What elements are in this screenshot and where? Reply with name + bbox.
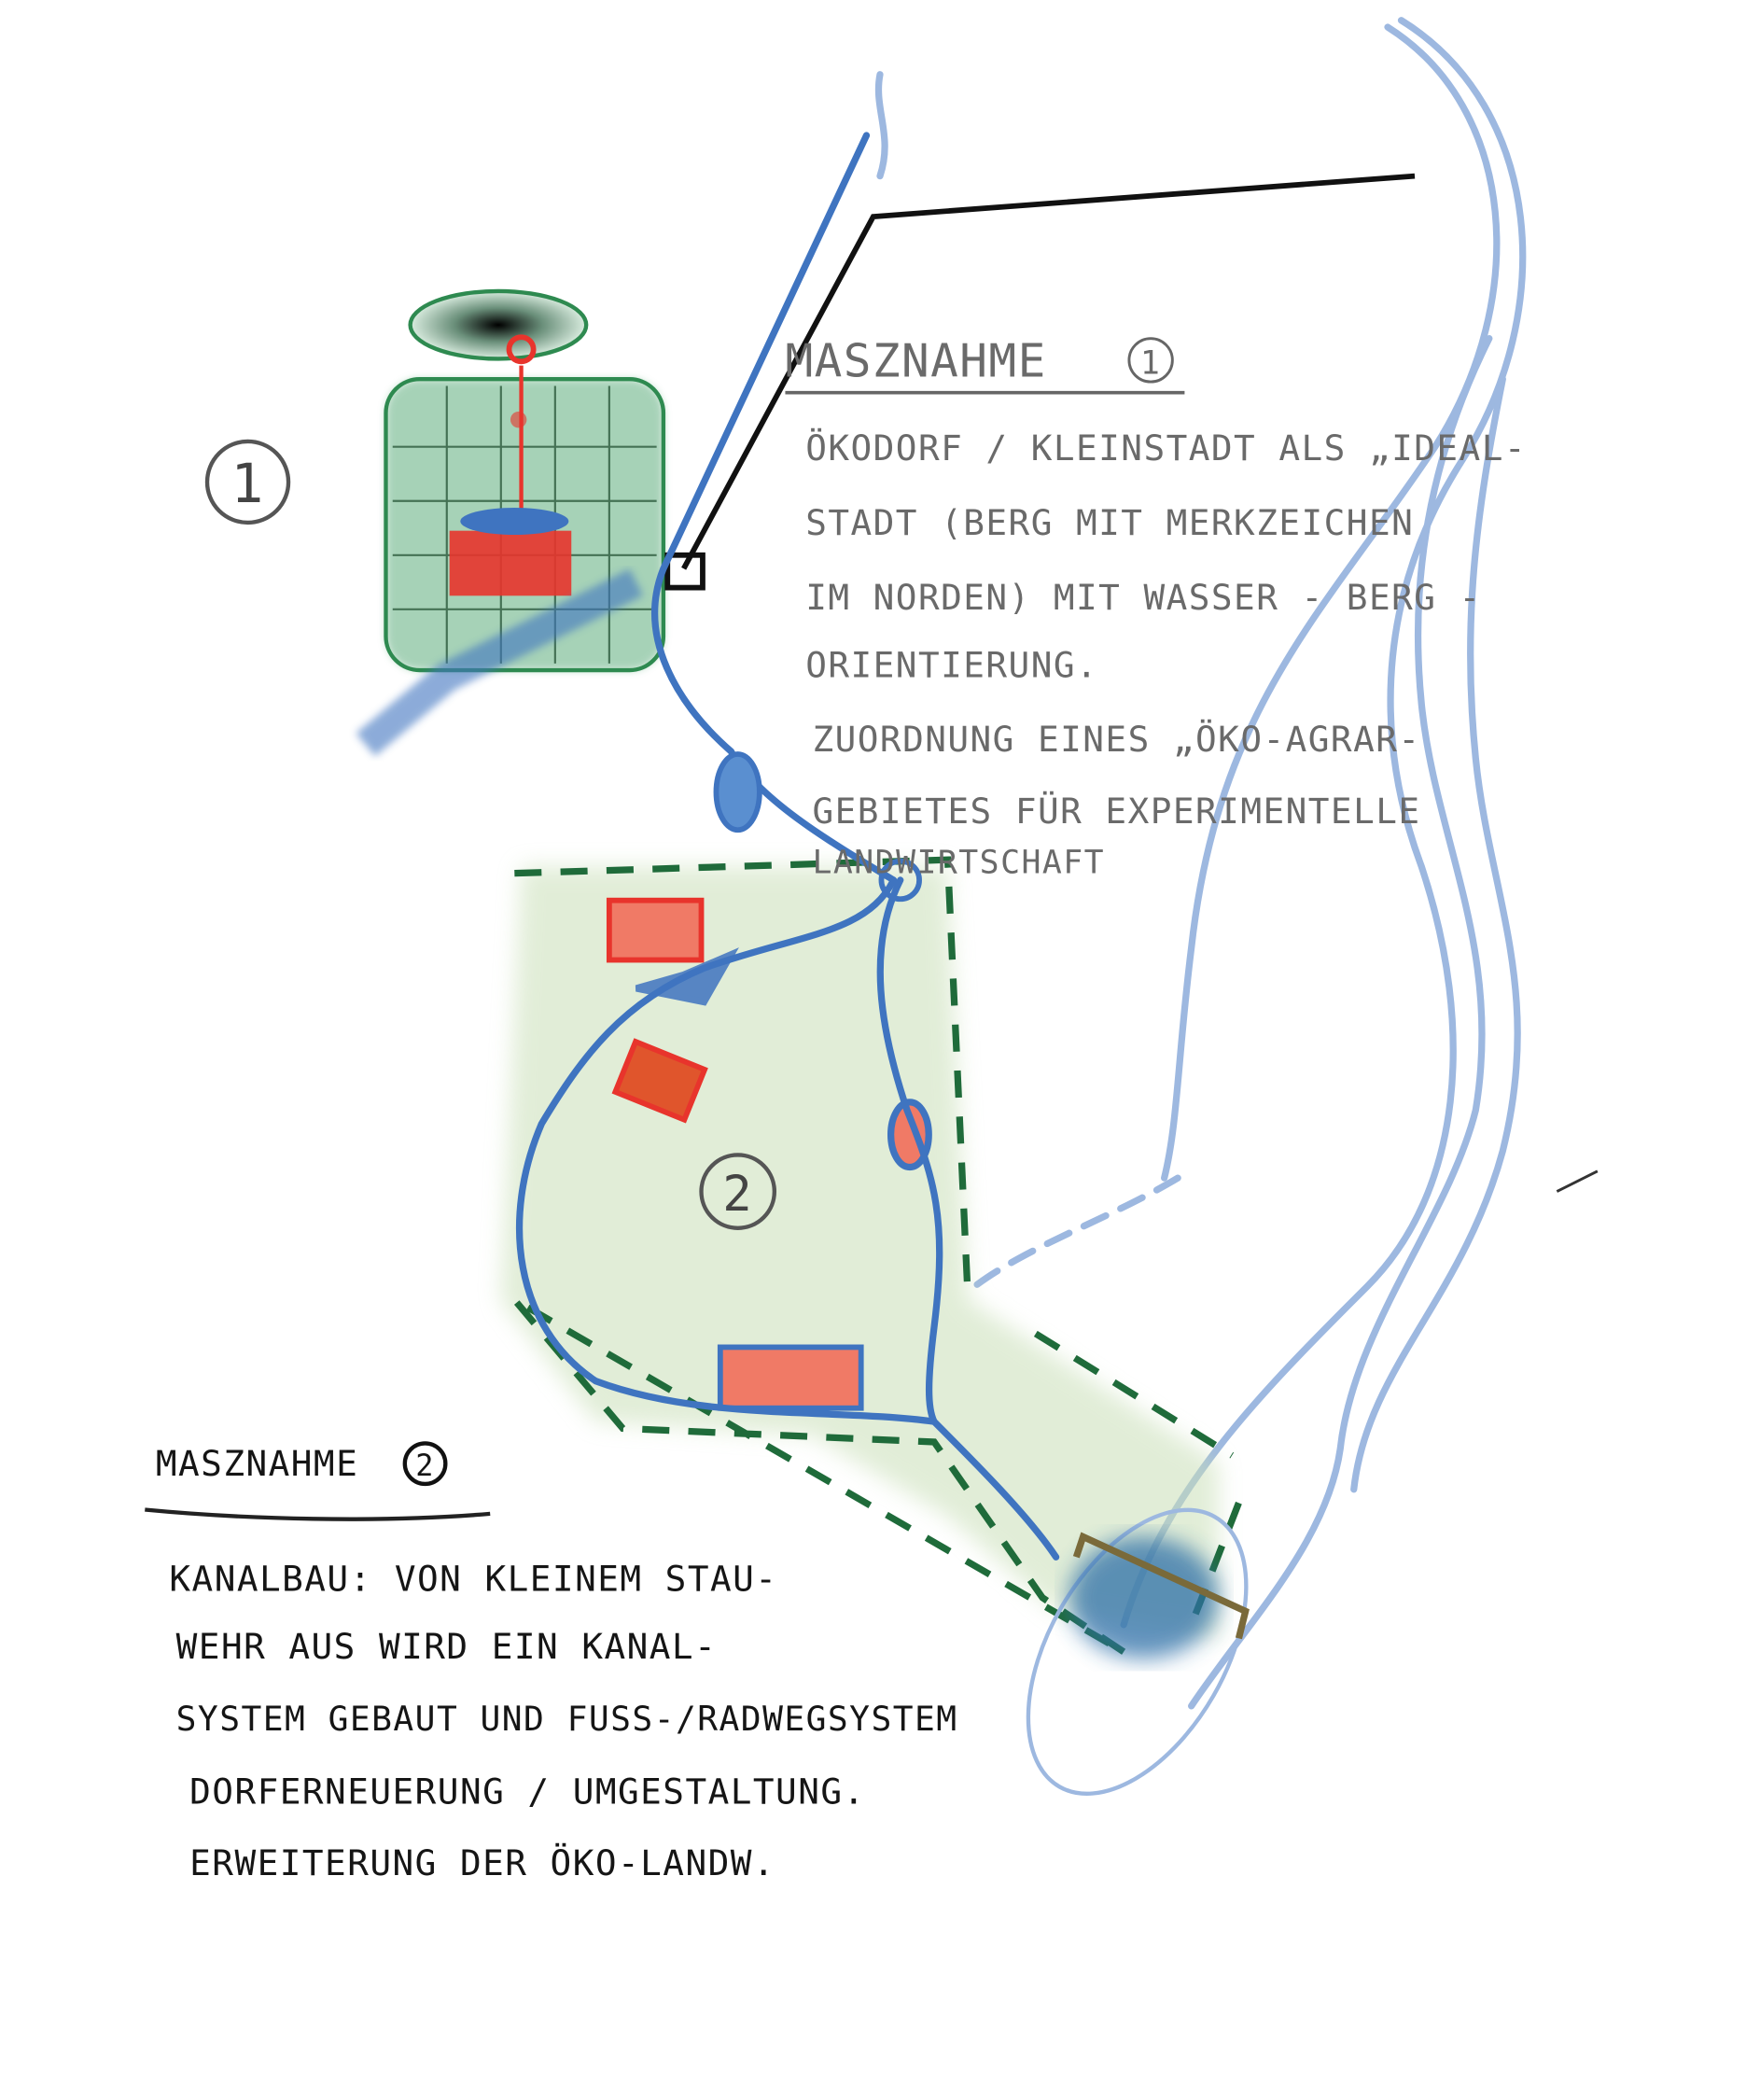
building [611, 1038, 708, 1124]
measure-1-title-badge: 1 [1140, 344, 1161, 382]
measure-2-line: SYSTEM GEBAUT UND FUSS-/RADWEGSYSTEM [176, 1699, 958, 1739]
weir [1072, 1532, 1250, 1640]
mountain-landmark [408, 288, 589, 361]
measure-1-line: GEBIETES FÜR EXPERIMENTELLE [812, 791, 1420, 832]
measure-2-line: WEHR AUS WIRD EIN KANAL- [176, 1626, 718, 1667]
measure-1-badge: 1 [204, 439, 291, 525]
measure-1-line: ORIENTIERUNG. [805, 644, 1098, 685]
measure-1-title: MASZNAHME [785, 333, 1046, 387]
measure-1-badge-number: 1 [230, 452, 264, 515]
measure-1-text: MASZNAHME 1 ÖKODORF / KLEINSTADT ALS „ID… [785, 333, 1527, 882]
measure-1-line: LANDWIRTSCHAFT [812, 845, 1105, 882]
measure-2-badge: 2 [699, 1153, 777, 1230]
measure-2-line: KANALBAU: VON KLEINEM STAU- [169, 1559, 777, 1600]
measure-1-line: IM NORDEN) MIT WASSER - BERG - [805, 577, 1482, 618]
river-main [874, 17, 1527, 1710]
measure-2-line: ERWEITERUNG DER ÖKO-LANDW. [189, 1842, 775, 1883]
zone-2-area [500, 856, 1242, 1655]
measure-2-title-badge: 2 [415, 1448, 435, 1483]
measure-1-line: ÖKODORF / KLEINSTADT ALS „IDEAL- [805, 427, 1527, 469]
measure-2-badge-number: 2 [722, 1167, 753, 1223]
building [606, 897, 705, 963]
measure-1-line: ZUORDNUNG EINES „ÖKO-AGRAR- [812, 719, 1420, 760]
path-line [664, 173, 1416, 591]
marker-square [664, 552, 705, 591]
canal-system [515, 132, 1060, 1561]
measure-2-text: MASZNAHME 2 KANALBAU: VON KLEINEM STAU- … [145, 1441, 958, 1883]
town-center-building [449, 530, 572, 596]
reservoir-lake [1026, 1507, 1250, 1796]
measure-2-line: DORFERNEUERUNG / UMGESTALTUNG. [189, 1771, 866, 1812]
measure-1-line: STADT (BERG MIT MERKZEICHEN [805, 502, 1414, 543]
zone-1-town [356, 288, 666, 757]
measure-2-title: MASZNAHME [156, 1443, 358, 1484]
building [717, 1344, 864, 1411]
